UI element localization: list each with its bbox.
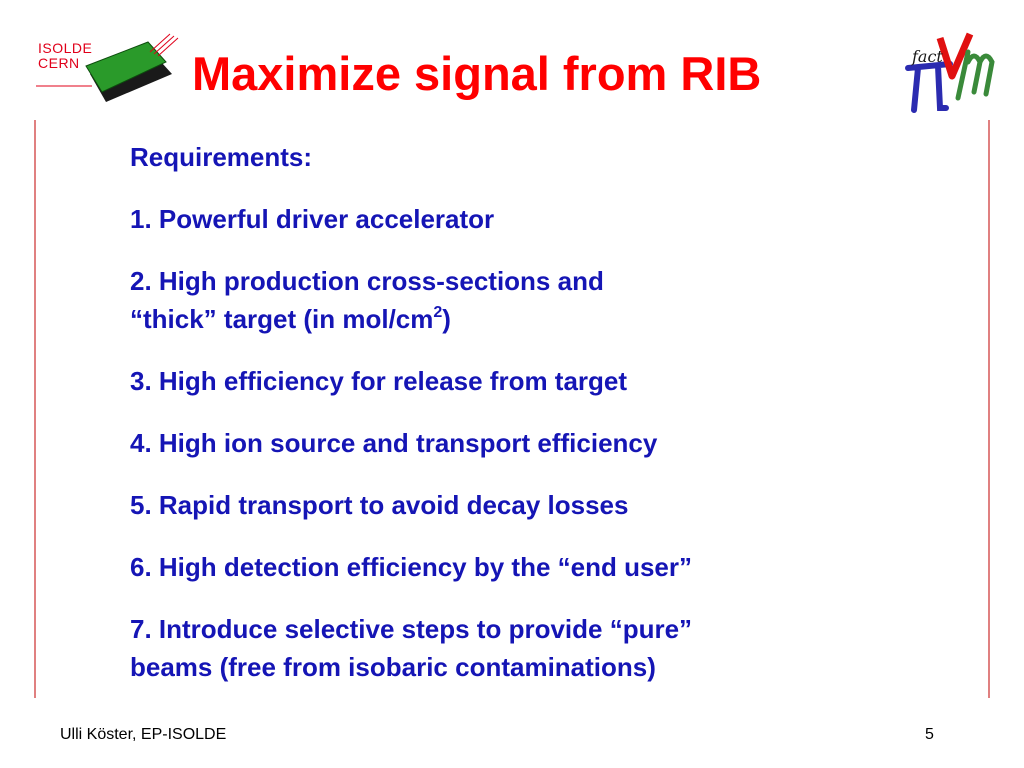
left-border-rule: [34, 120, 36, 698]
item-4-text: 4. High ion source and transport efficie…: [130, 428, 658, 458]
list-item: 1. Powerful driver accelerator: [130, 200, 930, 238]
footer-author: Ulli Köster, EP-ISOLDE: [60, 726, 227, 743]
item-2-text-close: ): [442, 304, 451, 334]
fact-nu-logo: fact: [905, 32, 995, 113]
isolde-target-logo: [36, 33, 179, 102]
list-item: 3. High efficiency for release from targ…: [130, 362, 930, 400]
list-item: 6. High detection efficiency by the “end…: [130, 548, 930, 586]
item-2-text-line1: 2. High production cross-sections and: [130, 266, 604, 296]
list-item: 5. Rapid transport to avoid decay losses: [130, 486, 930, 524]
requirements-heading: Requirements:: [130, 142, 313, 172]
item-2-superscript: 2: [433, 304, 443, 321]
logo-text-cern: CERN: [38, 55, 80, 71]
slide-title: Maximize signal from RIB: [192, 47, 762, 100]
page-number: 5: [925, 726, 934, 743]
item-1-text: 1. Powerful driver accelerator: [130, 204, 495, 234]
list-item: 7. Introduce selective steps to provide …: [130, 610, 930, 686]
logo-text-isolde: ISOLDE: [38, 40, 93, 56]
item-7-text-line2: beams (free from isobaric contaminations…: [130, 652, 656, 682]
logo-fact-word: fact: [911, 47, 943, 66]
right-border-rule: [988, 120, 990, 698]
item-6-text: 6. High detection efficiency by the “end…: [130, 552, 693, 582]
item-7-text-line1: 7. Introduce selective steps to provide …: [130, 614, 693, 644]
item-2-text-line2: “thick” target (in mol/cm: [130, 304, 434, 334]
item-3-text: 3. High efficiency for release from targ…: [130, 366, 628, 396]
item-5-text: 5. Rapid transport to avoid decay losses: [130, 490, 629, 520]
list-item: 2. High production cross-sections and “t…: [130, 262, 930, 338]
list-item: 4. High ion source and transport efficie…: [130, 424, 930, 462]
slide-body: Requirements: 1. Powerful driver acceler…: [130, 138, 930, 710]
